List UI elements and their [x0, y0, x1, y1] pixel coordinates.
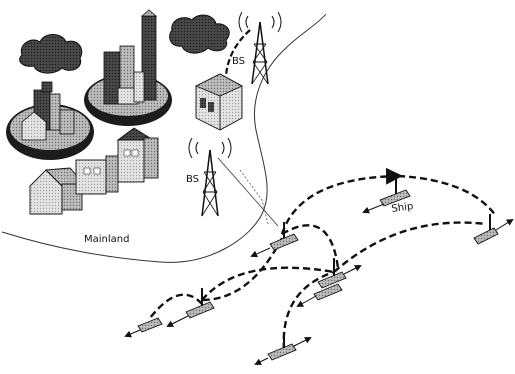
ship-7 — [126, 318, 162, 336]
cloud-right — [170, 15, 230, 53]
bs-label-bottom: BS — [186, 174, 199, 185]
ship-label: Ship — [391, 201, 414, 215]
city-cluster-left — [6, 82, 94, 160]
ship-2 — [474, 214, 512, 244]
ship-8 — [256, 334, 310, 364]
cloud-left — [20, 35, 82, 74]
base-station-tower-top — [239, 12, 281, 84]
ship-links — [150, 176, 496, 350]
coastline-dotted — [240, 170, 268, 224]
ship-6 — [168, 288, 214, 326]
bs-to-coast-link — [218, 158, 278, 226]
mainland-label: Mainland — [84, 234, 129, 245]
bs-label-top: BS — [232, 56, 245, 67]
base-station-building — [196, 74, 242, 130]
bs-backhaul-link — [226, 30, 250, 76]
ship-4 — [318, 258, 360, 288]
city-cluster-center — [84, 10, 172, 126]
